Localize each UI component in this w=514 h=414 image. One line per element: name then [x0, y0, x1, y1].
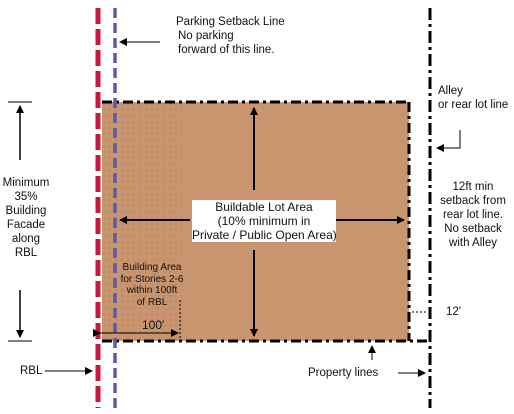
alley-leader	[436, 130, 461, 152]
building-area-line1: Building Area	[122, 262, 182, 273]
parking-setback-line2: No parking	[178, 30, 234, 42]
dim-12-label: 12'	[446, 306, 461, 318]
parking-setback-line1: Parking Setback Line	[176, 16, 285, 28]
building-area-line4: of RBL	[136, 296, 168, 308]
alley-line1: Alley	[438, 85, 463, 97]
building-area-line2: for Stories 2-6	[120, 273, 184, 285]
property-lines-label: Property lines	[308, 367, 379, 379]
minimum-facade-label: Minimum 35% Building Facade along RBL	[0, 176, 52, 260]
parking-setback-label: Parking Setback Line No parking forward …	[176, 15, 285, 57]
dim-100-label: 100'	[142, 318, 165, 332]
buildable-line2: (10% minimum in	[217, 214, 311, 228]
alley-line2: or rear lot line	[438, 99, 509, 111]
facade-line2: 35%	[14, 191, 38, 203]
rear-setback-label: 12ft min setback from rear lot line. No …	[432, 180, 514, 250]
rear-line1: 12ft min	[452, 181, 494, 193]
facade-line1: Minimum	[2, 177, 50, 189]
building-area-line3: within 100ft	[126, 285, 178, 296]
facade-line4: Facade	[6, 219, 46, 231]
rear-line4: No setback	[444, 223, 502, 235]
parking-setback-line3: forward of this line.	[178, 44, 275, 56]
rear-line2: setback from	[440, 195, 506, 207]
building-area-label: Building Area for Stories 2-6 within 100…	[118, 262, 186, 308]
rear-line3: rear lot line.	[442, 209, 504, 221]
facade-line6: RBL	[14, 247, 38, 259]
buildable-line3: Private / Public Open Area)	[192, 228, 337, 242]
facade-line3: Building	[5, 205, 47, 217]
buildable-lot-label: Buildable Lot Area (10% minimum in Priva…	[192, 200, 337, 242]
rbl-label: RBL	[20, 365, 43, 377]
facade-line5: along	[11, 233, 41, 245]
alley-label: Alley or rear lot line	[438, 84, 508, 112]
buildable-line1: Buildable Lot Area	[215, 200, 313, 214]
rear-line5: with Alley	[449, 237, 497, 249]
